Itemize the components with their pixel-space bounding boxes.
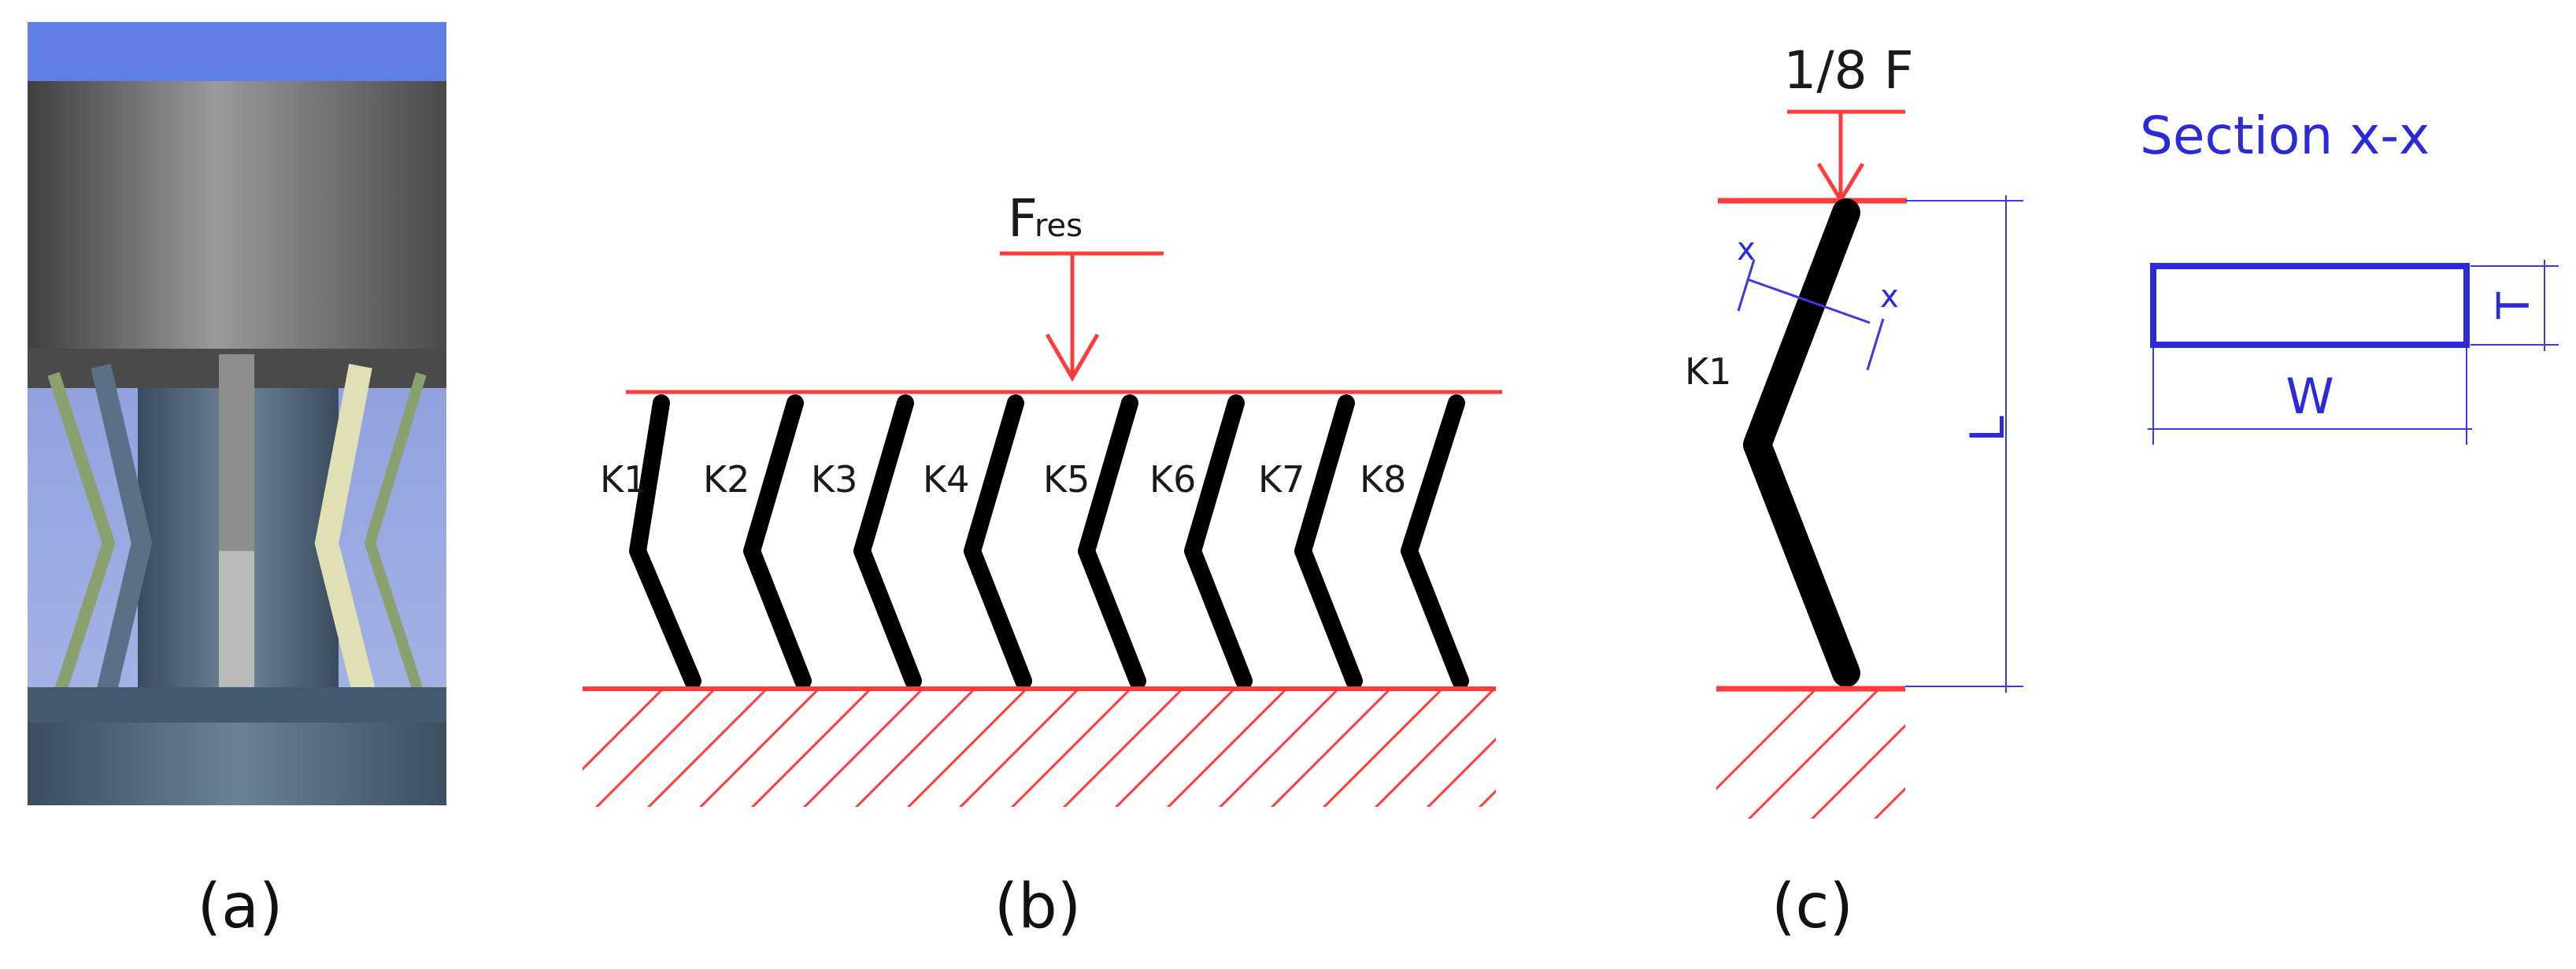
top-cylinder [28, 81, 446, 349]
spring-label-k8: K8 [1360, 458, 1406, 501]
spring-label-k3: K3 [811, 458, 857, 501]
hatch-line [594, 689, 715, 807]
length-dimension: L [1905, 195, 2023, 693]
spring-k6 [1184, 394, 1253, 690]
hatch-line [1747, 689, 1879, 819]
hatch-line [1716, 689, 1816, 791]
spring-k1 [629, 394, 701, 690]
spring-k6-beam [1184, 394, 1253, 690]
force-label-b: Fres [1008, 188, 1083, 249]
thickness-label: T [2489, 291, 2540, 320]
ground-hatching-b [583, 689, 1496, 807]
length-label: L [1960, 416, 2015, 442]
hatch-line [750, 689, 871, 807]
spring-k1-beam-c [1743, 198, 1860, 687]
hatch-line [1810, 723, 1905, 819]
hatch-line [1426, 737, 1496, 807]
ground-hatching-c [1716, 689, 1905, 819]
flexure-right-outer [364, 372, 431, 715]
spring-label-k5: K5 [1043, 458, 1090, 501]
spring-label-k4: K4 [923, 458, 969, 501]
panel-b-model: Fres K1 K2 K3 K4 K5 K6 K7 K8 [583, 188, 1502, 807]
spring-k5-beam [1078, 394, 1146, 690]
spring-k2 [743, 394, 812, 690]
top-blue-plate [28, 22, 446, 81]
bottom-base [28, 723, 446, 805]
force-subscript: res [1034, 208, 1083, 244]
hatch-line [1166, 689, 1286, 807]
spring-label-k1: K1 [600, 458, 646, 501]
section-rectangle [2150, 263, 2470, 348]
force-label-c: 1/8 F [1783, 40, 1913, 101]
hatch-line [1873, 786, 1905, 819]
hatch-line [698, 689, 819, 807]
hatch-line [1010, 689, 1131, 807]
spring-k4-beam [964, 394, 1032, 690]
spring-k3 [853, 394, 922, 690]
hatch-line [1062, 689, 1183, 807]
flexure-left-outer [47, 372, 116, 715]
hatch-line [1218, 689, 1338, 807]
hatch-line [583, 689, 663, 771]
load-arrow-head-b [1045, 333, 1100, 382]
section-view: Section x-x W T [2140, 105, 2559, 445]
panel-a-render [28, 22, 446, 805]
section-title: Section x-x [2140, 105, 2430, 166]
hatch-line [802, 689, 923, 807]
spring-k3-beam [853, 394, 922, 690]
spring-k5 [1078, 394, 1146, 690]
section-mark-left-tick [1737, 259, 1756, 312]
hatch-line [906, 689, 1027, 807]
spring-k8-beam [1401, 394, 1469, 690]
caption-c: (c) [1771, 871, 1853, 942]
spring-label-k7: K7 [1258, 458, 1305, 501]
spring-k2-beam [743, 394, 812, 690]
section-mark-right-tick [1866, 318, 1885, 371]
hatch-line [646, 689, 767, 807]
spring-k7 [1294, 394, 1363, 690]
hatch-line [1322, 689, 1442, 807]
caption-a: (a) [198, 871, 283, 942]
bottom-ring [28, 687, 446, 723]
spring-k4 [964, 394, 1032, 690]
section-cut-line [1747, 278, 1871, 324]
spring-k8 [1401, 394, 1469, 690]
hatch-line [1114, 689, 1234, 807]
spring-k1-beam [629, 394, 701, 690]
spring-label-c: K1 [1685, 350, 1731, 393]
hatch-line [1270, 689, 1390, 807]
flexure-front-dark [219, 354, 254, 551]
spring-label-k6: K6 [1149, 458, 1196, 501]
hatch-line [958, 689, 1079, 807]
section-cut: x x [1737, 231, 1899, 371]
flexure-right-inner [314, 364, 382, 719]
hatch-line [854, 689, 975, 807]
hatch-line [1374, 689, 1494, 807]
force-main: F [1008, 188, 1038, 249]
panel-c-single-spring: 1/8 F K1 x x L [1685, 40, 2023, 819]
spring-k7-beam [1294, 394, 1363, 690]
hatch-line [1478, 789, 1496, 807]
section-mark-right: x [1880, 279, 1899, 315]
section-mark-left: x [1737, 231, 1756, 268]
width-label: W [2285, 368, 2334, 425]
spring-label-k2: K2 [703, 458, 749, 501]
caption-b: (b) [994, 871, 1081, 942]
flexure-left-inner [91, 364, 153, 719]
